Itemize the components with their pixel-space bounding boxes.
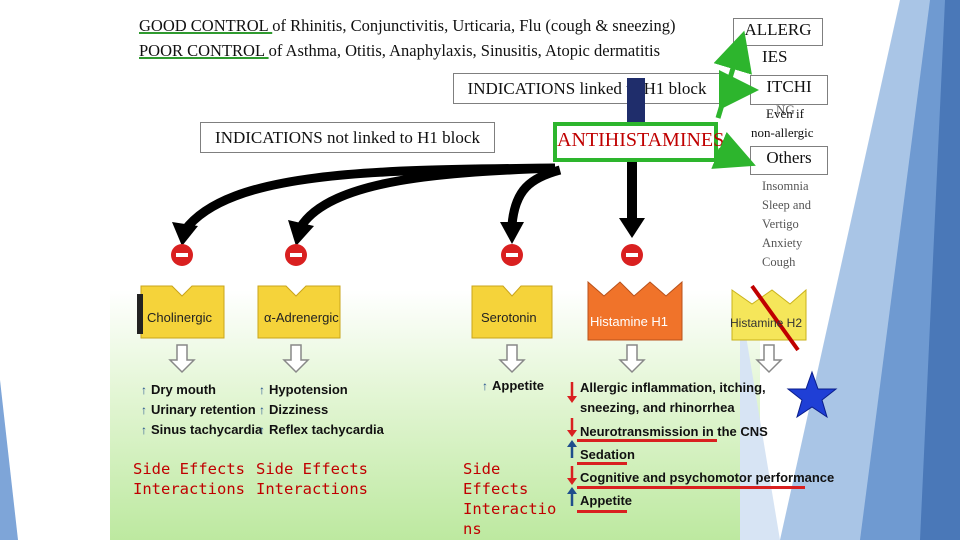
up-arrow-icon: ↑ <box>482 379 488 393</box>
side-effects-col1: Side Effects Interactions <box>133 459 245 499</box>
others-list: Insomnia Sleep and Vertigo Anxiety Cough <box>762 177 811 272</box>
side-effects-line: Side <box>463 460 501 478</box>
up-arrow-icon: ↑ <box>141 383 147 397</box>
itching-text: ITCHI <box>766 77 812 96</box>
itching-suffix: NG <box>776 102 795 117</box>
others-item: Sleep and <box>762 198 811 212</box>
effect-item: Sedation <box>580 447 635 462</box>
others-item: Insomnia <box>762 179 809 193</box>
effect-item: Appetite <box>580 493 632 508</box>
side-effects-col2: Side Effects Interactions <box>256 459 368 499</box>
others-item: Cough <box>762 255 796 269</box>
right-blue-decoration <box>740 0 960 540</box>
curve-arrow-serotonin <box>507 165 562 226</box>
green-arrow-allergies <box>713 30 752 119</box>
up-arrow-icon: ↑ <box>259 383 265 397</box>
up-arrow-icon: ↑ <box>141 423 147 437</box>
others-box: Others <box>750 146 828 175</box>
indications-not-linked-text: INDICATIONS not linked to H1 block <box>215 128 480 147</box>
effects-cholinergic: ↑Dry mouth ↑Urinary retention ↑Sinus tac… <box>141 380 262 440</box>
minus-circle-icon <box>621 244 643 266</box>
header-line-1: GOOD CONTROL of Rhinitis, Conjunctivitis… <box>139 16 676 36</box>
receptor-label-histamine-h1: Histamine H1 <box>590 314 669 329</box>
antihistamines-box: ANTIHISTAMINES <box>553 122 724 162</box>
receptor-histamine-h2 <box>731 288 807 341</box>
side-effects-line: Interactions <box>133 480 245 498</box>
even-if-text: Even if <box>766 106 804 121</box>
down-arrow-icon <box>282 344 310 374</box>
others-item: Anxiety <box>762 236 803 250</box>
blue-connector-bar <box>627 78 645 122</box>
straight-arrow-h1 <box>627 162 637 222</box>
receptor-cholinergic <box>137 285 225 339</box>
good-control-text: of Rhinitis, Conjunctivitis, Urticaria, … <box>272 16 676 35</box>
up-arrow-icon: ↑ <box>141 403 147 417</box>
side-effects-line: Side Effects <box>133 460 245 478</box>
itching-box: ITCHI <box>750 75 828 105</box>
side-effects-line: Interactions <box>256 480 368 498</box>
header-line-2: POOR CONTROL of Asthma, Otitis, Anaphyla… <box>139 41 660 61</box>
down-arrow-icon <box>618 344 646 374</box>
side-effects-col3: Side Effects Interactio ns <box>463 459 556 539</box>
down-arrow-icon <box>755 344 783 374</box>
star-icon <box>786 370 838 419</box>
side-effects-line: ns <box>463 520 482 538</box>
receptor-label-cholinergic: Cholinergic <box>147 310 213 325</box>
poor-control-label: POOR CONTROL <box>139 41 269 60</box>
receptor-serotonin <box>471 285 553 339</box>
indications-linked-text: INDICATIONS linked to H1 block <box>467 79 707 98</box>
histamine-effect-markers <box>567 382 577 506</box>
side-effects-line: Effects <box>463 480 529 498</box>
side-effects-line: Interactio <box>463 500 557 518</box>
non-allergic-text: non-allergic <box>751 125 814 140</box>
effect-item: Allergic inflammation, itching, <box>580 380 766 395</box>
effect-item: Dizziness <box>269 402 329 417</box>
receptor-label-adrenergic: α-Adrenergic <box>264 310 339 325</box>
others-item: Vertigo <box>762 217 799 231</box>
left-blue-decoration <box>0 380 18 540</box>
effect-item: Hypotension <box>269 382 348 397</box>
green-arrow-others <box>711 131 756 169</box>
poor-control-text: of Asthma, Otitis, Anaphylaxis, Sinusiti… <box>268 41 660 60</box>
down-arrow-icons <box>168 344 783 374</box>
effect-item: Sinus tachycardia <box>151 422 263 437</box>
allergies-suffix: IES <box>762 47 788 66</box>
good-control-label: GOOD CONTROL <box>139 16 273 35</box>
effects-serotonin: ↑ Appetite <box>482 376 544 396</box>
others-text: Others <box>766 148 812 167</box>
curve-arrow-adrenergic <box>296 163 556 231</box>
curve-arrow-cholinergic <box>181 163 556 233</box>
minus-circle-icon <box>285 244 307 266</box>
minus-circle-icon <box>501 244 523 266</box>
effect-item: Urinary retention <box>151 402 256 417</box>
effects-adrenergic: ↑ Hypotension ↑ Dizziness ↑ Reflex tachycar… <box>259 380 384 440</box>
up-arrow-icon: ↑ <box>259 403 265 417</box>
allergies-text: ALLERG <box>744 20 812 39</box>
effects-histamine: Allergic inflammation, itching, sneezing… <box>580 378 834 511</box>
effect-item: sneezing, and rhinorrhea <box>580 400 735 415</box>
receptor-adrenergic <box>257 285 341 339</box>
down-arrow-icon <box>168 344 196 374</box>
effect-item: Dry mouth <box>151 382 216 397</box>
effect-item: Reflex tachycardia <box>269 422 384 437</box>
indications-not-linked-box <box>200 122 495 153</box>
histamine-effect-underlines <box>577 439 805 513</box>
indications-linked-box <box>453 73 721 104</box>
antihistamines-text: ANTIHISTAMINES <box>557 129 725 151</box>
minus-circle-icon <box>171 244 193 266</box>
effect-item: Cognitive and psychomotor performance <box>580 470 835 485</box>
receptor-label-histamine-h2: Histamine H2 <box>730 316 803 330</box>
slash-line-icon <box>750 284 800 352</box>
receptor-label-serotonin: Serotonin <box>481 310 537 325</box>
down-arrow-icon <box>498 344 526 374</box>
up-arrow-icon: ↑ <box>259 423 265 437</box>
receptor-histamine-h1 <box>587 280 683 341</box>
side-effects-line: Side Effects <box>256 460 368 478</box>
effect-item: Neurotransmission in the CNS <box>580 424 768 439</box>
effect-item: Appetite <box>492 378 544 393</box>
